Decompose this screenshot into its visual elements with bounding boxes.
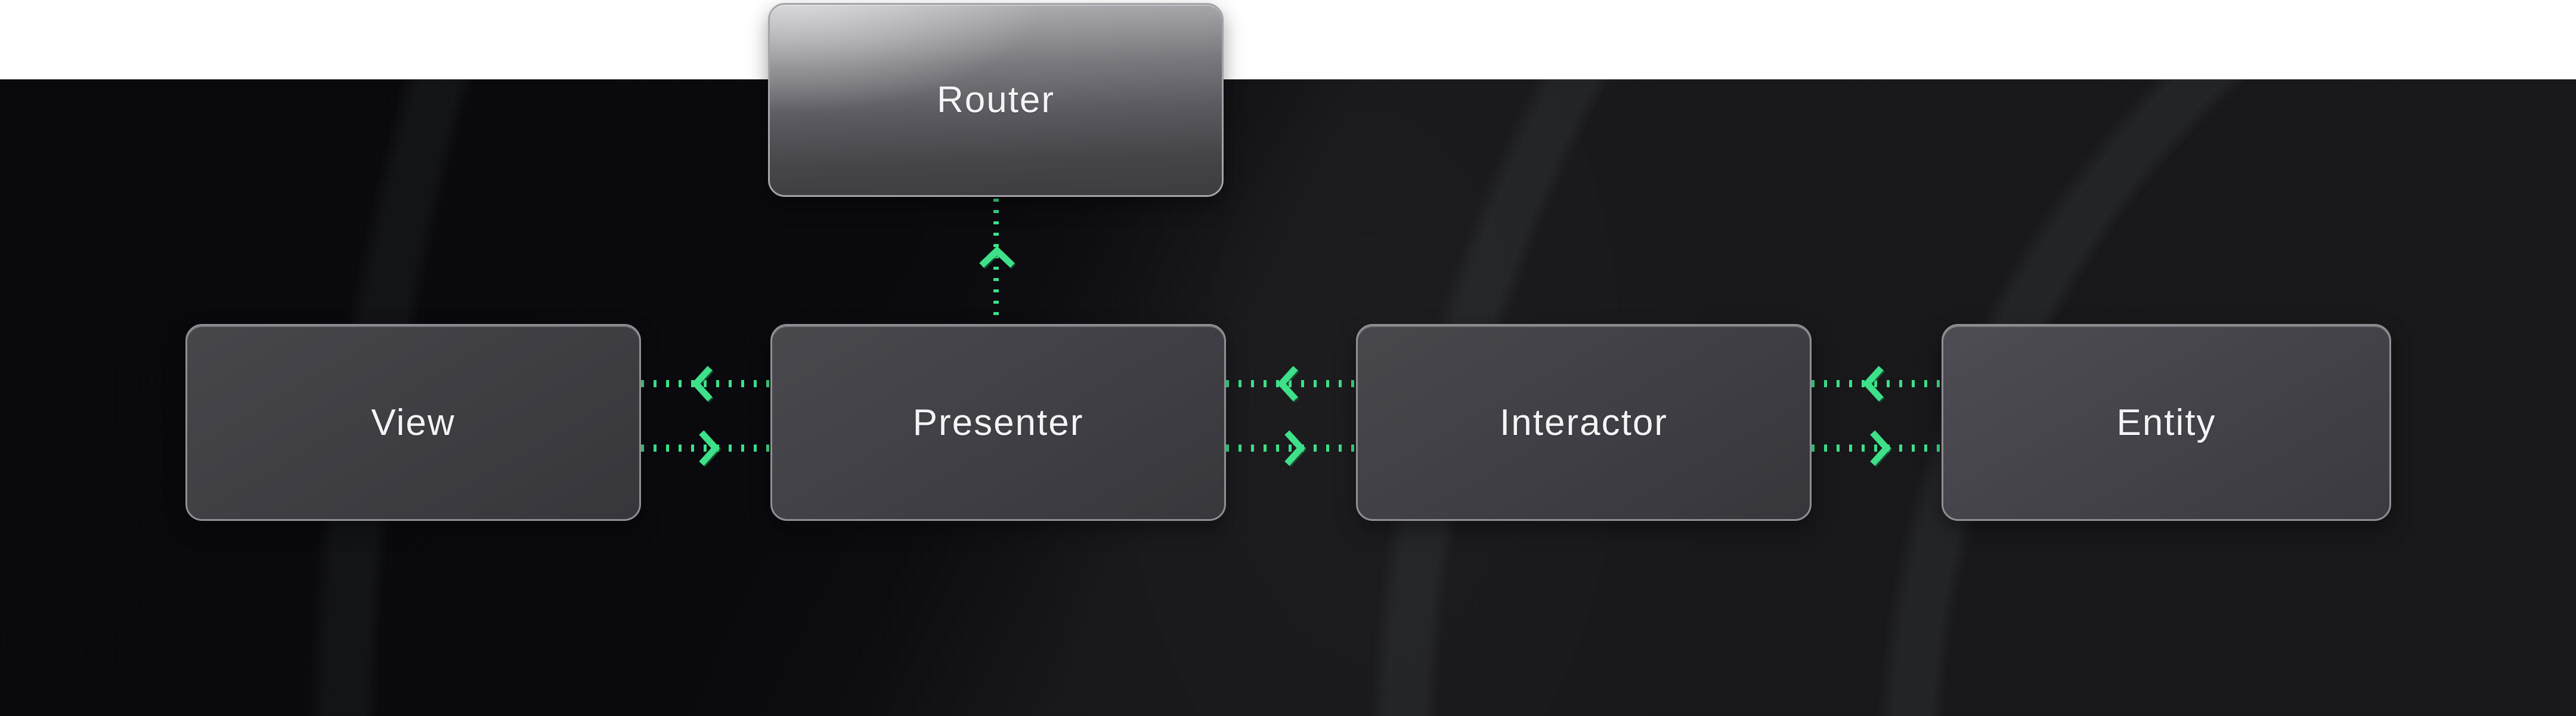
connector-interactor-entity-bottom [1812,445,1942,452]
node-label: Presenter [912,402,1084,443]
node-entity: Entity [1942,324,2391,521]
arrow-left-icon [690,366,714,402]
node-presenter: Presenter [770,324,1226,521]
connector-router-presenter [993,199,999,322]
arrow-right-icon [1283,430,1307,466]
node-router: Router [768,3,1224,197]
arrow-right-icon [1869,430,1893,466]
arrow-left-icon [1275,366,1299,402]
arrow-up-icon [979,244,1015,268]
node-label: Entity [2116,402,2216,443]
arrow-right-icon [698,430,722,466]
node-label: Router [936,79,1055,121]
connector-interactor-entity-top [1812,380,1942,387]
node-label: Interactor [1500,402,1668,443]
node-label: View [371,402,456,443]
connector-presenter-interactor-bottom [1226,445,1356,452]
connector-view-presenter-top [641,380,770,387]
top-white-band [0,0,2576,79]
connector-presenter-interactor-top [1226,380,1356,387]
node-view: View [185,324,641,521]
connector-view-presenter-bottom [641,445,770,452]
arrow-left-icon [1861,366,1885,402]
node-interactor: Interactor [1356,324,1812,521]
